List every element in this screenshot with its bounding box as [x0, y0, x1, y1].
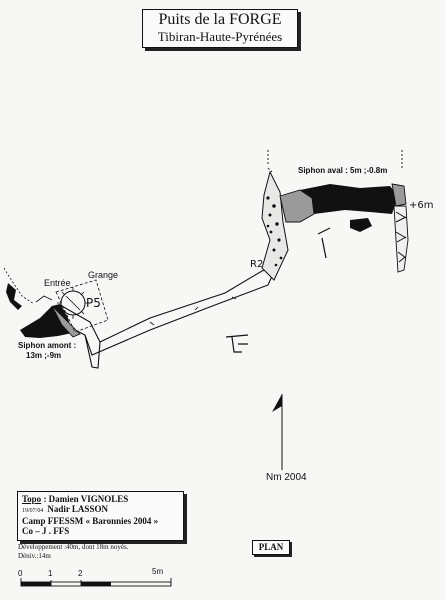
credits-coj: Co – J . FFS	[22, 526, 70, 536]
title-box: Puits de la FORGE Tibiran-Haute-Pyrénées	[142, 9, 298, 48]
p5-label: P5	[86, 296, 101, 310]
scale-tick-2: 2	[78, 569, 83, 578]
credits-date: 19/07/04	[22, 508, 44, 514]
plus-six-shaft	[393, 150, 409, 273]
entrance-sump	[3, 267, 81, 338]
credits-box: Topo : Damien VIGNOLES 19/07/04 Nadir LA…	[17, 491, 184, 541]
passage-marks	[149, 296, 237, 326]
scale-tick-1: 1	[48, 569, 53, 578]
credits-author2: Nadir LASSON	[47, 504, 108, 514]
upper-sump	[279, 183, 407, 259]
r2-shaft	[261, 150, 289, 281]
siphon-aval-label: Siphon aval : 5m ;-0.8m	[298, 166, 388, 175]
siphon-amont-label-2: 13m ;-9m	[26, 351, 62, 360]
r2-label: R2	[250, 259, 264, 270]
stats-block: Développement :40m, dont 18m noyés. Déni…	[18, 543, 128, 561]
scale-tick-0: 0	[18, 569, 23, 578]
grange-outline	[55, 279, 109, 333]
plan-label: PLAN	[252, 540, 290, 555]
north-label: Nm 2004	[266, 472, 307, 483]
scale-tick-5m: 5m	[152, 567, 164, 576]
siphon-amont-label-1: Siphon amont :	[18, 341, 77, 350]
stats-deniv: Déniv.:14m	[18, 552, 51, 560]
map-title: Puits de la FORGE	[158, 11, 282, 28]
scale-bar	[20, 578, 172, 587]
credits-camp: Camp FFESSM « Baronnies 2004 »	[22, 516, 159, 526]
north-arrow-icon	[272, 394, 283, 470]
gallery-outline	[54, 267, 273, 369]
credits-topo-author: : Damien VIGNOLES	[41, 494, 129, 504]
map-subtitle: Tibiran-Haute-Pyrénées	[157, 29, 283, 44]
stats-development: Développement :40m, dont 18m noyés.	[18, 543, 129, 551]
credits-topo-label: Topo	[22, 494, 42, 504]
credits-topo-line: Topo : Damien VIGNOLES	[22, 494, 179, 504]
small-structure	[225, 334, 249, 353]
credits-date-line: 19/07/04 Nadir LASSON	[22, 504, 179, 516]
grange-label: Grange	[88, 270, 119, 280]
plus-six-label: +6m	[409, 200, 434, 211]
p5-shaft	[57, 287, 89, 319]
entree-label: Entrée	[44, 278, 71, 288]
